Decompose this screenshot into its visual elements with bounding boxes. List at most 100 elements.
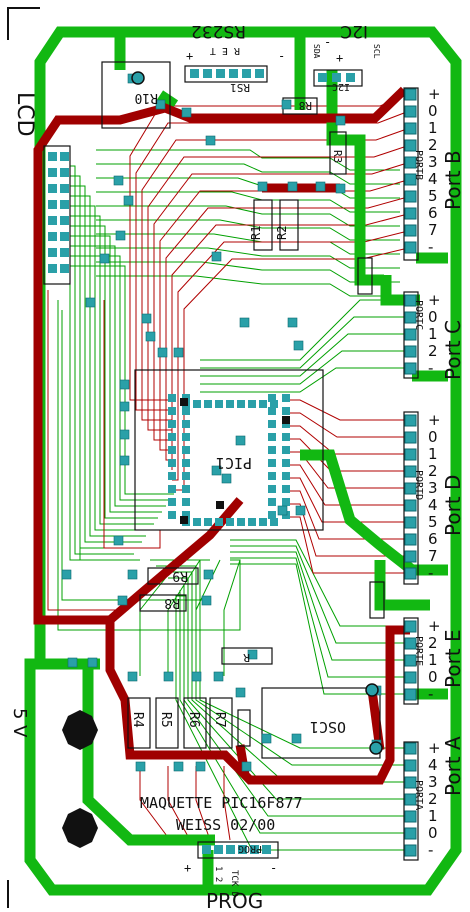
rs232-pad bbox=[255, 69, 264, 78]
i2c-minus: - bbox=[324, 35, 331, 49]
signal-trace bbox=[165, 197, 405, 461]
rs232-pad bbox=[203, 69, 212, 78]
chip-pad bbox=[268, 485, 276, 493]
port-pin-label: 1 bbox=[428, 445, 438, 463]
prog-sublabel: 1 2 bbox=[213, 866, 223, 882]
via-pad bbox=[195, 761, 206, 772]
connector-pad bbox=[404, 173, 417, 186]
via-pad bbox=[113, 535, 124, 546]
port-pin-label: 5 bbox=[428, 513, 438, 531]
rs232-plus: + bbox=[186, 49, 193, 63]
via-pad bbox=[145, 331, 156, 342]
r1-outline bbox=[253, 199, 273, 251]
signal-trace bbox=[70, 215, 154, 525]
portb-conn-label: PORTB bbox=[413, 150, 424, 180]
r9-label: R9 bbox=[172, 568, 188, 583]
signal-trace bbox=[223, 559, 241, 676]
pin1-marker bbox=[180, 516, 188, 524]
via-pad bbox=[287, 317, 298, 328]
chip-pad bbox=[282, 433, 290, 441]
chip-pad bbox=[168, 433, 176, 441]
via-pad bbox=[335, 183, 346, 194]
port-pin-label: 6 bbox=[428, 530, 438, 548]
chip-pad bbox=[268, 459, 276, 467]
chip-pad bbox=[226, 400, 234, 408]
via-pad bbox=[287, 181, 298, 192]
signal-trace bbox=[79, 260, 140, 561]
cap-outline bbox=[237, 709, 251, 747]
portc-connector bbox=[403, 291, 419, 379]
port-pin-label: + bbox=[428, 85, 441, 103]
port-pin-label: 6 bbox=[428, 204, 438, 222]
i2c-plus: + bbox=[336, 51, 343, 65]
prog-pad bbox=[226, 845, 235, 854]
port-pin-label: 4 bbox=[428, 496, 438, 514]
via-pad bbox=[281, 99, 292, 110]
connector-pad bbox=[404, 637, 417, 650]
lcd-pad bbox=[48, 168, 57, 177]
via-pad bbox=[135, 761, 146, 772]
lcd-connector-outline bbox=[43, 145, 71, 285]
r10-outline bbox=[101, 61, 171, 129]
signal-trace bbox=[286, 490, 404, 540]
signal-trace bbox=[286, 451, 404, 489]
signal-trace bbox=[147, 146, 405, 431]
signal-trace bbox=[286, 399, 404, 421]
signal-trace bbox=[286, 425, 404, 455]
pin1-marker bbox=[216, 501, 224, 509]
chip-pad bbox=[270, 400, 278, 408]
via-pad bbox=[315, 181, 326, 192]
lcd-pad bbox=[48, 264, 57, 273]
connector-pad bbox=[404, 156, 417, 169]
chip-pad bbox=[182, 511, 190, 519]
signal-trace bbox=[159, 180, 405, 451]
i2c-small-label: I2C bbox=[332, 81, 350, 92]
via-pad bbox=[173, 761, 184, 772]
rs232-letters: R E T bbox=[210, 45, 240, 56]
chip-pad bbox=[168, 485, 176, 493]
chip-pad bbox=[282, 498, 290, 506]
r5-outline bbox=[155, 697, 179, 749]
lcd-pad bbox=[60, 200, 69, 209]
signal-trace bbox=[230, 551, 404, 661]
chip-pad bbox=[237, 518, 245, 526]
connector-pad bbox=[404, 241, 417, 254]
chip-pad bbox=[282, 394, 290, 402]
port-pin-label: 1 bbox=[428, 119, 438, 137]
via-pad bbox=[117, 595, 128, 606]
lcd-pad bbox=[48, 152, 57, 161]
lcd-pad bbox=[48, 216, 57, 225]
chip-pad bbox=[248, 518, 256, 526]
connector-pad bbox=[404, 88, 417, 101]
chip-pad bbox=[168, 472, 176, 480]
connector-pad bbox=[404, 414, 417, 427]
chip-pad bbox=[182, 420, 190, 428]
port-pin-label: 0 bbox=[428, 668, 438, 686]
board-labels: LCD RS232 I2C Port B Port C Port D Port … bbox=[9, 21, 465, 912]
pads bbox=[48, 69, 417, 857]
signal-trace bbox=[61, 310, 210, 601]
r3-label: R3 bbox=[331, 150, 344, 163]
portd-conn-label: PORTD bbox=[413, 470, 424, 500]
rs232-pad bbox=[216, 69, 225, 78]
signal-trace bbox=[153, 163, 405, 441]
via-pad bbox=[119, 379, 130, 390]
port-pin-label: + bbox=[428, 411, 441, 429]
porta-conn-label: PORTA bbox=[413, 780, 424, 810]
crop-marks bbox=[7, 7, 40, 908]
signal-trace bbox=[171, 214, 405, 470]
signal-trace bbox=[167, 766, 191, 841]
connector-pad bbox=[404, 294, 417, 307]
via-pad bbox=[119, 401, 130, 412]
signal-trace bbox=[70, 185, 142, 543]
signal-trace bbox=[103, 300, 161, 549]
pin1-marker bbox=[180, 398, 188, 406]
connector-pad bbox=[404, 499, 417, 512]
rs-label: R8 bbox=[164, 595, 180, 610]
via-pad bbox=[173, 347, 184, 358]
port-pin-label: + bbox=[428, 617, 441, 635]
r6-label: R6 bbox=[186, 712, 201, 728]
via-pad bbox=[203, 569, 214, 580]
chip-pad bbox=[268, 394, 276, 402]
